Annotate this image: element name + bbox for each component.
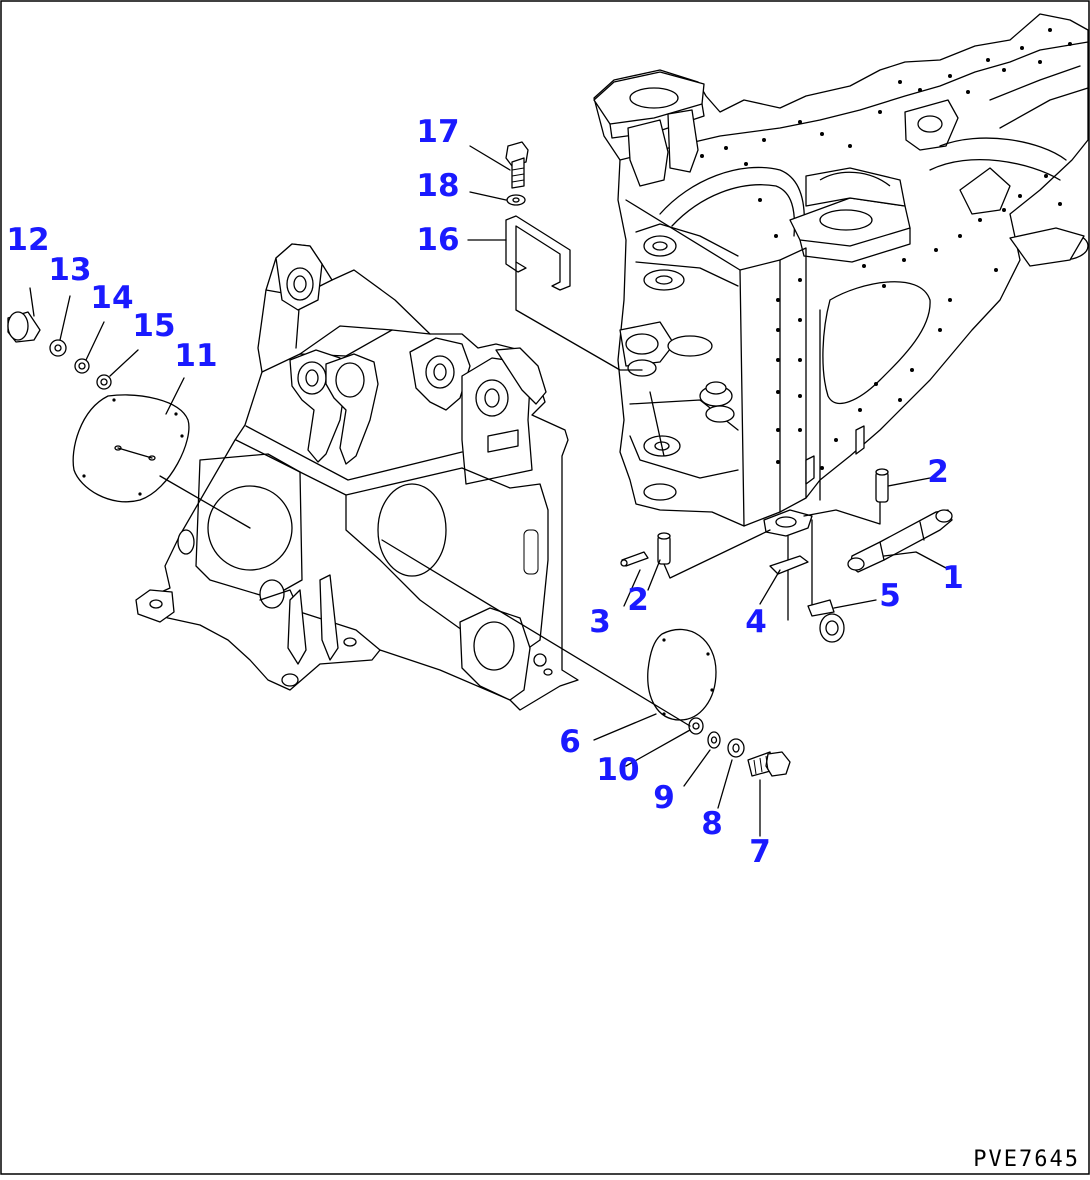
part-17-bolt	[505, 141, 529, 189]
callout-11: 11	[174, 338, 217, 374]
callout-1: 1	[942, 560, 964, 596]
part-7-bolt	[747, 751, 791, 777]
part-10-washer	[688, 717, 704, 735]
part-12-fitting	[7, 311, 41, 343]
callout-18: 18	[416, 168, 459, 204]
bolt-holes	[700, 28, 1072, 470]
callout-5: 5	[879, 578, 901, 614]
part-2-pin-right	[875, 468, 889, 503]
callout-17: 17	[416, 114, 459, 150]
part-5-bolt	[807, 599, 845, 643]
callout-7: 7	[749, 834, 771, 870]
part-8-washer	[727, 738, 745, 758]
front-frame	[135, 243, 579, 711]
callout-12: 12	[6, 222, 49, 258]
callout-13: 13	[48, 252, 91, 288]
callout-9: 9	[653, 780, 675, 816]
part-3-pin	[620, 551, 649, 567]
leader-lines	[29, 145, 947, 837]
callout-6: 6	[559, 724, 581, 760]
part-14-washer	[74, 358, 90, 374]
part-2-pin-left	[657, 532, 671, 565]
callout-2: 2	[927, 454, 949, 490]
part-16-bracket	[505, 215, 571, 291]
callout-14: 14	[90, 280, 133, 316]
part-9-washer	[707, 731, 721, 749]
callout-8: 8	[701, 806, 723, 842]
callout-3: 3	[589, 604, 611, 640]
callout-15: 15	[132, 308, 175, 344]
callout-2: 2	[627, 582, 649, 618]
part-4-plate	[769, 555, 809, 575]
part-15-washer	[96, 374, 112, 390]
part-11-cover	[72, 394, 190, 503]
callouts: 1 2 2 3 4 5 6 7 8 9 10 11 12 13 14 15 16…	[6, 114, 963, 870]
part-18-washer	[506, 194, 526, 206]
part-1-link	[847, 509, 953, 573]
drawing-code: PVE7645	[973, 1147, 1080, 1172]
part-13-washer	[49, 339, 67, 357]
callout-16: 16	[416, 222, 459, 258]
callout-10: 10	[596, 752, 639, 788]
rear-frame	[593, 13, 1089, 621]
callout-4: 4	[745, 604, 767, 640]
